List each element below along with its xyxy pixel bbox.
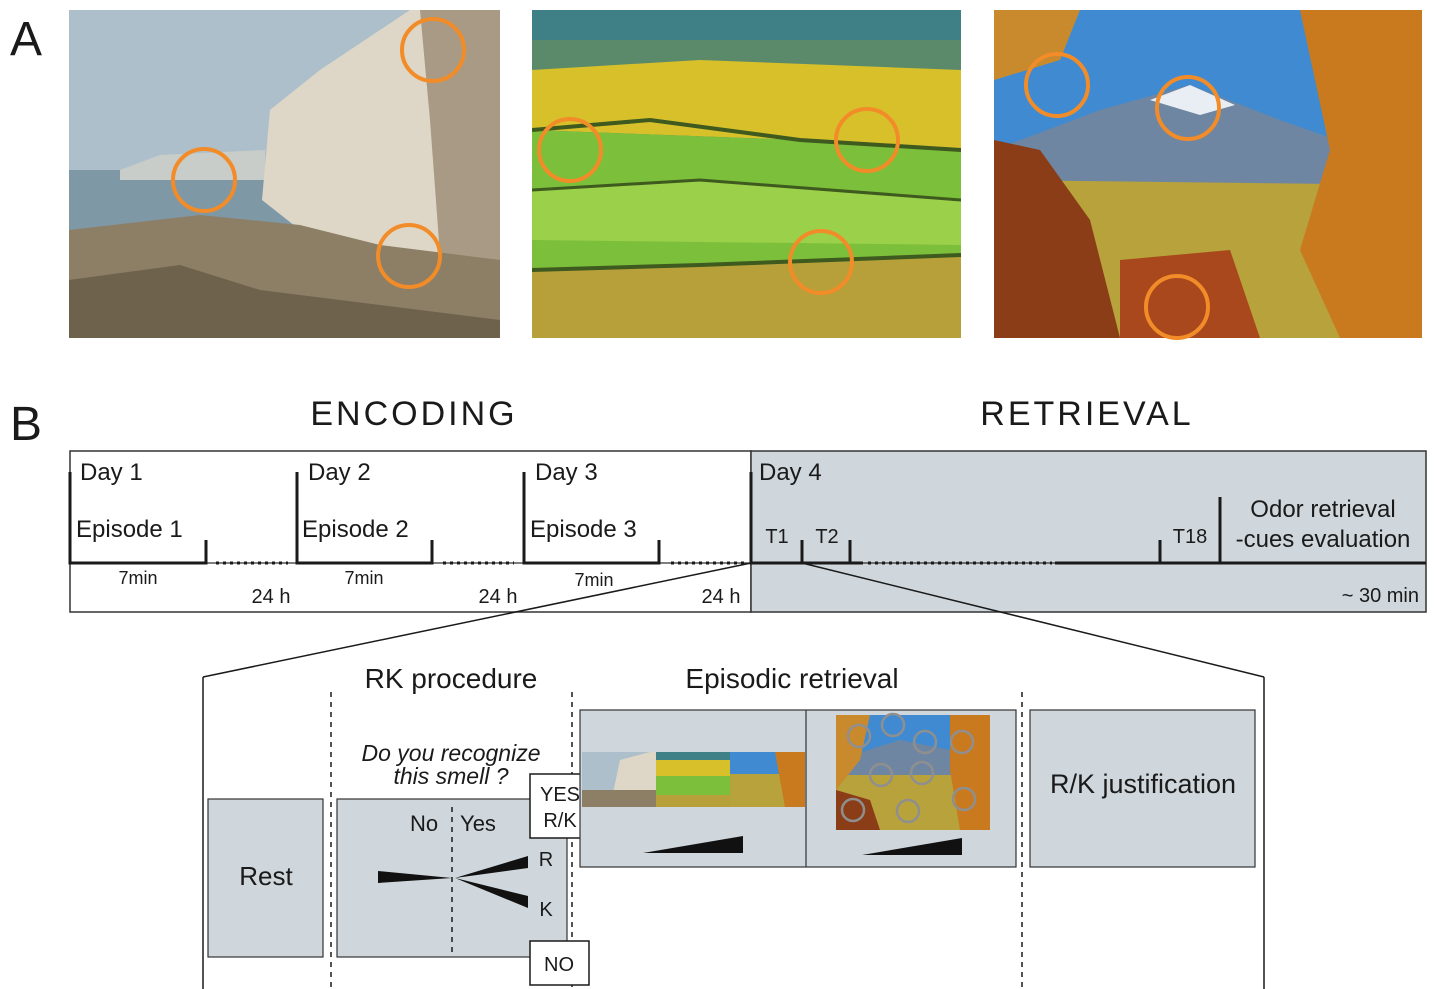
k-label: K: [539, 899, 553, 921]
retrieval-header: RETRIEVAL: [980, 395, 1193, 433]
total-time-label: ~ 30 min: [1342, 585, 1419, 607]
hedge: [532, 253, 961, 272]
cue-circle: [537, 117, 603, 183]
odor-eval-label: -cues evaluation: [1236, 526, 1411, 553]
r-label: R: [539, 849, 553, 871]
leaves-left: [994, 140, 1120, 338]
yellow-field: [532, 60, 961, 150]
leaves-bottom: [1120, 250, 1260, 338]
hedge: [532, 178, 961, 202]
mountain: [994, 85, 1422, 200]
episode-thumbnails: [582, 752, 805, 807]
justification-box: [1029, 709, 1256, 868]
intensity-ramp: [862, 838, 962, 855]
interval-label: 24 h: [479, 586, 518, 608]
rest-box: [207, 798, 324, 958]
cue-circle: [376, 223, 442, 289]
odor-eval-label: Odor retrieval: [1250, 496, 1395, 523]
k-wedge: [455, 878, 528, 908]
cue-circle: [1144, 274, 1210, 340]
day-3-label: Day 3: [535, 459, 598, 486]
cliff-coast-photo: [69, 10, 500, 338]
light-field: [532, 180, 961, 245]
cue-circle: [1024, 52, 1090, 118]
episode-3-label: Episode 3: [530, 516, 637, 543]
no-box: [529, 940, 590, 986]
green-fields-photo: [532, 10, 961, 338]
encoding-header: ENCODING: [310, 395, 517, 433]
cliff-shadow: [420, 10, 500, 270]
duration-label: 7min: [574, 570, 613, 590]
retrieval-box: [750, 450, 1427, 613]
yes-box-label: YES: [540, 784, 580, 806]
cue-circle: [788, 229, 854, 295]
leaves-top: [994, 10, 1080, 80]
day-4-label: Day 4: [759, 459, 822, 486]
day-1-label: Day 1: [80, 459, 143, 486]
foreground: [532, 255, 961, 338]
rk-box-label: R/K: [543, 810, 577, 832]
duration-label: 7min: [118, 568, 157, 588]
smell-question: Do you recognize: [362, 740, 541, 766]
trial-18-label: T18: [1173, 526, 1207, 548]
snow: [1150, 85, 1235, 115]
rest-label: Rest: [239, 861, 293, 891]
yes-label: Yes: [460, 811, 496, 836]
cue-circle: [1155, 75, 1221, 141]
autumn-mountain-photo: [994, 10, 1422, 338]
episode-2-label: Episode 2: [302, 516, 409, 543]
panel-b-label: B: [10, 398, 42, 451]
justification-label: R/K justification: [1050, 769, 1236, 799]
leaves-right: [1300, 10, 1422, 338]
cue-markers: [840, 712, 977, 824]
duration-label: 7min: [344, 568, 383, 588]
cue-circle: [834, 107, 900, 173]
smell-question: this smell ?: [393, 763, 508, 789]
no-label: No: [410, 811, 438, 836]
episode-brackets: [68, 472, 1426, 565]
cue-circle: [400, 17, 466, 83]
r-wedge: [455, 856, 528, 878]
no-box-label: NO: [544, 954, 574, 976]
rk-procedure-title: RK procedure: [365, 663, 538, 694]
no-wedge: [378, 871, 452, 883]
episode-photo-with-cues: [836, 715, 990, 830]
day-2-label: Day 2: [308, 459, 371, 486]
encoding-box: [69, 450, 752, 613]
zoom-lines: [202, 562, 1265, 989]
episodic-retrieval-title: Episodic retrieval: [685, 663, 898, 694]
far-cliff: [120, 150, 265, 180]
cue-circle: [171, 147, 237, 213]
interval-label: 24 h: [252, 586, 291, 608]
rocks: [69, 265, 500, 338]
episode-1-label: Episode 1: [76, 516, 183, 543]
intensity-ramp: [643, 836, 743, 853]
trial-2-label: T2: [815, 526, 838, 548]
interval-label: 24 h: [702, 586, 741, 608]
panel-a-label: A: [10, 13, 42, 66]
trial-1-label: T1: [765, 526, 788, 548]
